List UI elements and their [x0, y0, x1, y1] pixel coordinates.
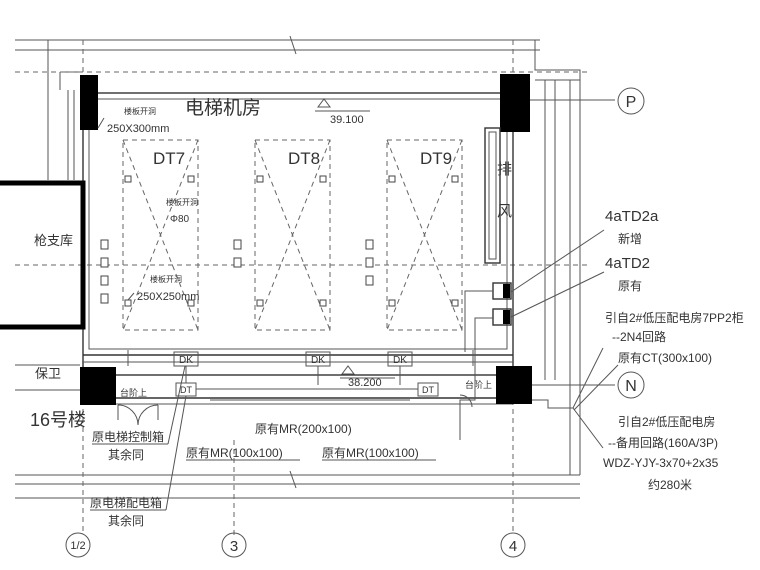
elevator-label-dt9: DT9 [420, 149, 452, 168]
dt-box-2: DT [422, 385, 434, 395]
dist-box-rest: 其余同 [108, 513, 144, 528]
building-outline [15, 35, 581, 499]
ctrl-box-rest: 其余同 [108, 447, 144, 462]
opening-2-size: Φ80 [170, 214, 190, 225]
tray-mr-200: 原有MR(200x100) [255, 422, 352, 436]
feed2-line2: --备用回路(160A/3P) [608, 435, 718, 450]
floor-openings: 楼板开洞 250X300mm 楼板开洞 Φ80 楼板开洞 250X250mm [97, 106, 199, 303]
gun-storage-room [0, 180, 86, 330]
feed2-line1: 引自2#低压配电房 [618, 414, 715, 429]
feed1-line2: --2N4回路 [612, 329, 666, 344]
steps-label-right: 台阶上 [465, 379, 492, 390]
doors-steps: 台阶上 台阶上 [117, 350, 492, 426]
opening-3-size: 250X250mm [137, 291, 199, 303]
opening-1-label: 楼板开洞 [124, 106, 156, 116]
column-top-left [80, 75, 98, 130]
tray-mr-100-right: 原有MR(100x100) [322, 446, 419, 460]
right-annotations: 4aTD2a 新增 4aTD2 原有 引自2#低压配电房7PP2柜 --2N4回… [603, 208, 744, 492]
ct-note: 原有CT(300x100) [618, 351, 712, 365]
axis-p-label: P [626, 94, 637, 111]
dt-box-1: DT [180, 385, 192, 395]
axis-bubble-1-2 [65, 532, 91, 558]
elevator-label-dt8: DT8 [288, 149, 320, 168]
feed1-line1: 引自2#低压配电房7PP2柜 [605, 310, 744, 325]
opening-3-label: 楼板开洞 [150, 274, 182, 284]
axis-1-2-label: 1/2 [70, 540, 85, 552]
axis-bubble-n [617, 371, 645, 399]
axis-4-label: 4 [509, 538, 517, 555]
dk-box-2: DK [311, 355, 325, 366]
structural-columns [80, 74, 532, 405]
control-boxes: DK DK DK DT DT [173, 351, 439, 397]
ctrl-box-note: 原电梯控制箱 [92, 429, 164, 444]
panel-old-id: 4aTD2 [605, 255, 650, 272]
panel-new-note: 新增 [618, 231, 642, 246]
exhaust-label-1: 排 [497, 161, 512, 178]
axis-bubble-3 [221, 532, 247, 558]
elevator-shafts [100, 139, 463, 331]
panel-new-id: 4aTD2a [605, 208, 659, 225]
axis-bubble-p [617, 87, 645, 115]
elevation-bottom: 38.200 [348, 377, 382, 389]
cable-tray-labels: 原有MR(200x100) 原有MR(100x100) 原有MR(100x100… [186, 422, 436, 461]
elevation-top: 39.100 [330, 114, 364, 126]
axis-n-label: N [625, 378, 637, 395]
axis-3-label: 3 [230, 538, 238, 555]
dk-box-3: DK [393, 355, 407, 366]
column-top-right [500, 74, 530, 132]
security-label: 保卫 [35, 366, 61, 381]
building-16-label: 16号楼 [30, 410, 86, 430]
elevator-shaft-dt8 [254, 139, 331, 331]
column-bottom-right [496, 366, 532, 404]
dk-box-1: DK [179, 355, 193, 366]
machine-room-walls [82, 92, 514, 405]
feed2-line4: 约280米 [648, 477, 692, 492]
axis-bubble-4 [500, 532, 526, 558]
left-annotations: 原电梯控制箱 其余同 原电梯配电箱 其余同 [90, 365, 187, 528]
distribution-panels [459, 229, 619, 449]
gun-storage-label: 枪支库 [34, 233, 73, 248]
elevation-markers: 39.100 38.200 [315, 98, 395, 389]
elevator-shaft-dt7 [122, 139, 199, 331]
steps-label-left: 台阶上 [120, 387, 147, 398]
tray-mr-100-left: 原有MR(100x100) [186, 446, 283, 460]
dist-box-note: 原电梯配电箱 [90, 495, 162, 510]
elevator-shaft-dt9 [386, 139, 463, 331]
column-bottom-left [80, 367, 116, 405]
feed2-line3: WDZ-YJY-3x70+2x35 [603, 456, 719, 470]
machine-room-title: 电梯机房 [185, 97, 261, 119]
exhaust-label-2: 风 [497, 203, 512, 220]
exhaust-duct [484, 127, 501, 264]
elevator-label-dt7: DT7 [153, 149, 185, 168]
shaft-side-fixtures [100, 239, 374, 304]
opening-2-label: 楼板开洞 [166, 197, 198, 207]
panel-old-note: 原有 [618, 279, 642, 293]
opening-1-size: 250X300mm [107, 123, 169, 135]
